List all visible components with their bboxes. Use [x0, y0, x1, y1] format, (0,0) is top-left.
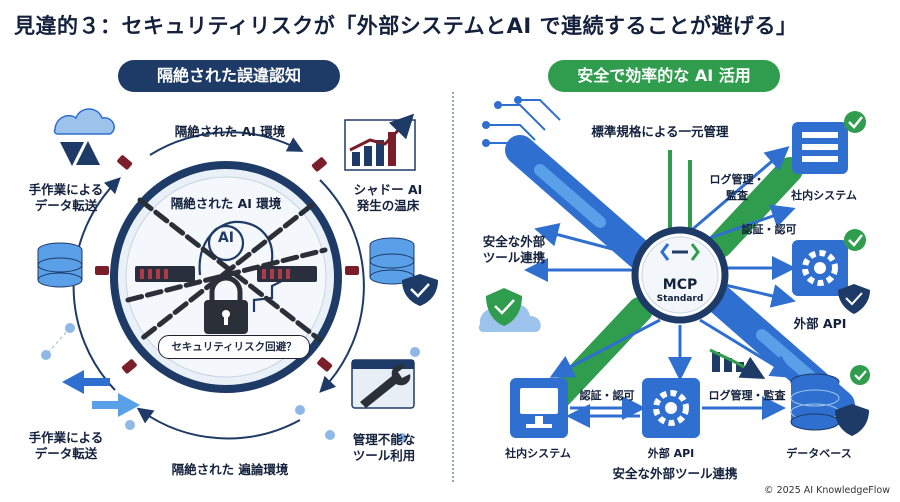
log-audit-label-top: ログ管理・ 監査 [709, 173, 765, 202]
auth-label-bottom: 認証・認可 [579, 389, 635, 402]
left-center-label: 隔絶された AI 環境 [170, 196, 282, 211]
check-icon [844, 111, 866, 133]
external-api-bottom-label: 外部 API [647, 447, 695, 460]
bar-chart-icon [344, 113, 416, 171]
left-heading-pill: 隔絶された誤違認知 [118, 60, 340, 92]
safe-tools-label-left: 安全な外部 ツール連携 [482, 234, 546, 265]
gear-icon [642, 378, 700, 438]
secured-database-icon [369, 237, 438, 306]
ai-badge: AI [217, 230, 235, 246]
cloud-icon [53, 108, 115, 166]
internal-system-icon [792, 111, 866, 174]
padlock-icon [204, 275, 248, 334]
external-api-icon [792, 229, 870, 314]
trend-chart-icon [709, 348, 766, 379]
internal-system-bottom-label: 社内システム [505, 447, 571, 460]
database-icon [37, 242, 83, 288]
internal-system-top-label: 社内システム [791, 189, 857, 202]
left-isolation-diagram [37, 108, 438, 443]
log-audit-label-bottom: ログ管理・監査 [708, 389, 786, 402]
left-lower-left-label: 手作業による データ転送 [28, 430, 104, 461]
left-top-label: 隔絶された AI 環境 [174, 124, 286, 139]
left-upper-right-label: シャドー AI 発生の温床 [353, 182, 423, 213]
broken-connection-icon [95, 155, 359, 374]
mcp-logo-icon [660, 243, 700, 261]
mcp-subtitle: Standard [656, 294, 704, 304]
chain-icon [125, 197, 328, 343]
right-top-label: 標準規格による一元管理 [591, 124, 729, 139]
section-divider [452, 92, 454, 482]
database-label: データベース [786, 447, 852, 460]
monitor-icon [510, 378, 568, 438]
auth-label-right: 認証・認可 [741, 223, 797, 236]
shield-cloud-icon [478, 288, 541, 332]
mcp-title: MCP [662, 277, 698, 293]
transfer-arrows-icon [62, 370, 140, 417]
right-heading-pill: 安全で効率的な AI 活用 [548, 60, 780, 92]
page-title: 見違的３：セキュリティリスクが「外部システムとAI で連続することが避げる」 [14, 14, 798, 38]
right-bottom-label: 安全な外部ツール連携 [612, 466, 738, 481]
database-secure-icon [790, 365, 870, 436]
wrench-tool-icon [351, 359, 415, 409]
left-lower-right-label: 管理不能な ツール利用 [352, 432, 416, 463]
copyright-footer: © 2025 AI KnowledgeFlow [764, 485, 890, 496]
left-upper-left-label: 手作業による データ転送 [28, 182, 104, 213]
right-mcp-diagram [478, 96, 870, 438]
external-api-right-label: 外部 API [793, 316, 847, 331]
security-question-bubble: セキュリティリスク回避？ [158, 335, 310, 359]
left-bottom-label: 隔絶された 遍論環境 [171, 462, 289, 477]
circuit-lines [482, 96, 561, 156]
